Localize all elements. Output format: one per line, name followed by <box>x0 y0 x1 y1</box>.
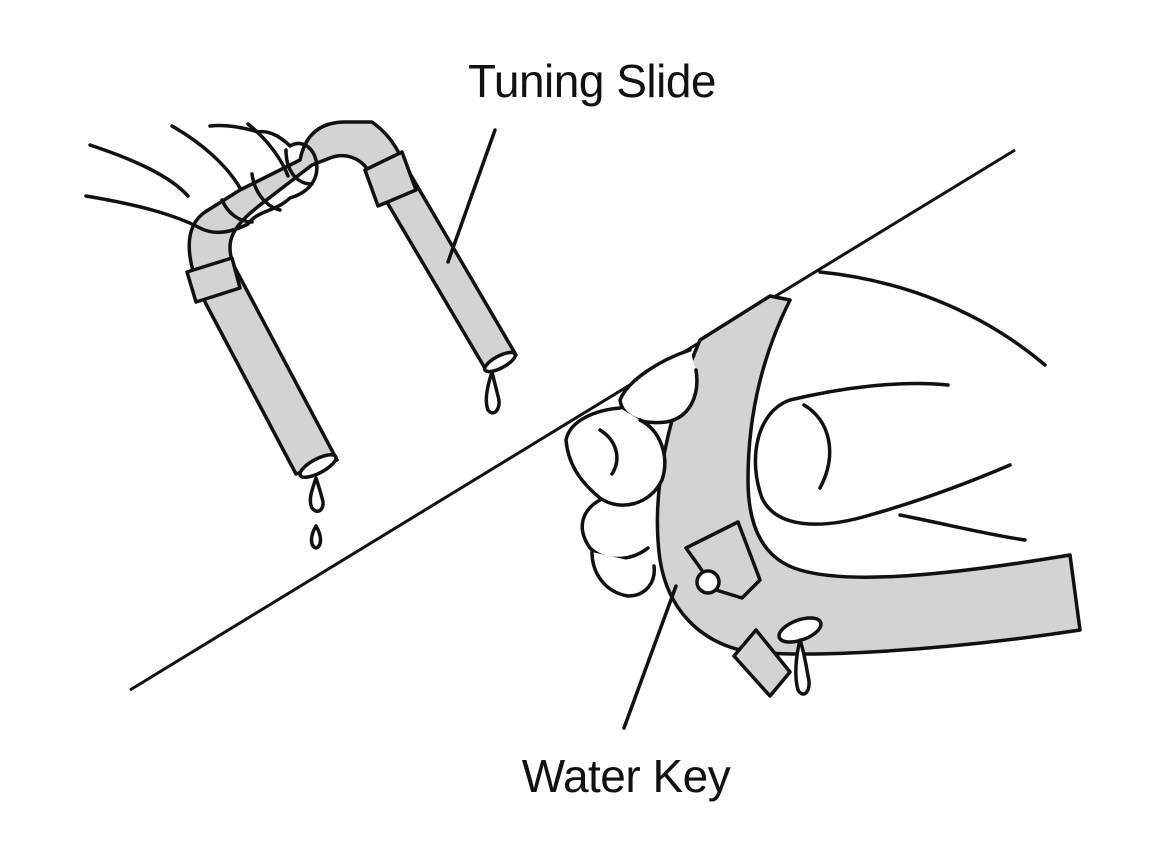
tuning-slide-ferrule-right <box>363 150 418 208</box>
water-drop-right <box>484 370 501 415</box>
trumpet-tube <box>655 294 1082 656</box>
tuning-slide-ferrule-left <box>185 256 242 304</box>
water-drop-left-falling <box>309 524 323 550</box>
hand-left-top <box>88 143 190 198</box>
finger-right-1 <box>618 348 699 425</box>
fingernail-right-2 <box>598 428 619 476</box>
hand-right-palm <box>818 270 1047 367</box>
panel-divider <box>129 148 1016 692</box>
tuning-slide-tube <box>187 120 518 476</box>
water-key-hinge <box>695 569 721 595</box>
water-key-leader-line <box>622 584 678 730</box>
thumbnail-right <box>802 403 832 490</box>
finger-right-3 <box>580 498 650 561</box>
finger-right-4 <box>590 550 656 598</box>
fingernail-left-1 <box>220 198 254 224</box>
tuning-slide-leader-line <box>446 128 497 264</box>
water-key-cork <box>732 628 792 698</box>
hand-left <box>84 123 319 235</box>
fingernail-left-2 <box>250 172 282 212</box>
tuning-slide-opening-left <box>298 453 338 479</box>
tuning-slide-label: Tuning Slide <box>468 55 716 107</box>
tuning-slide-opening-right <box>482 350 518 374</box>
finger-left-1 <box>170 124 242 190</box>
fingernail-left-3 <box>284 148 314 186</box>
hand-right-lower <box>898 513 1027 542</box>
finger-left-2 <box>246 122 290 178</box>
water-key-illustration <box>564 270 1082 698</box>
water-key-label: Water Key <box>522 750 731 802</box>
water-key-spout <box>777 616 823 644</box>
water-drop-left <box>308 476 325 513</box>
hand-right-thumb <box>753 381 1012 526</box>
water-drop-key <box>794 638 811 696</box>
tuning-slide-illustration <box>84 120 518 550</box>
